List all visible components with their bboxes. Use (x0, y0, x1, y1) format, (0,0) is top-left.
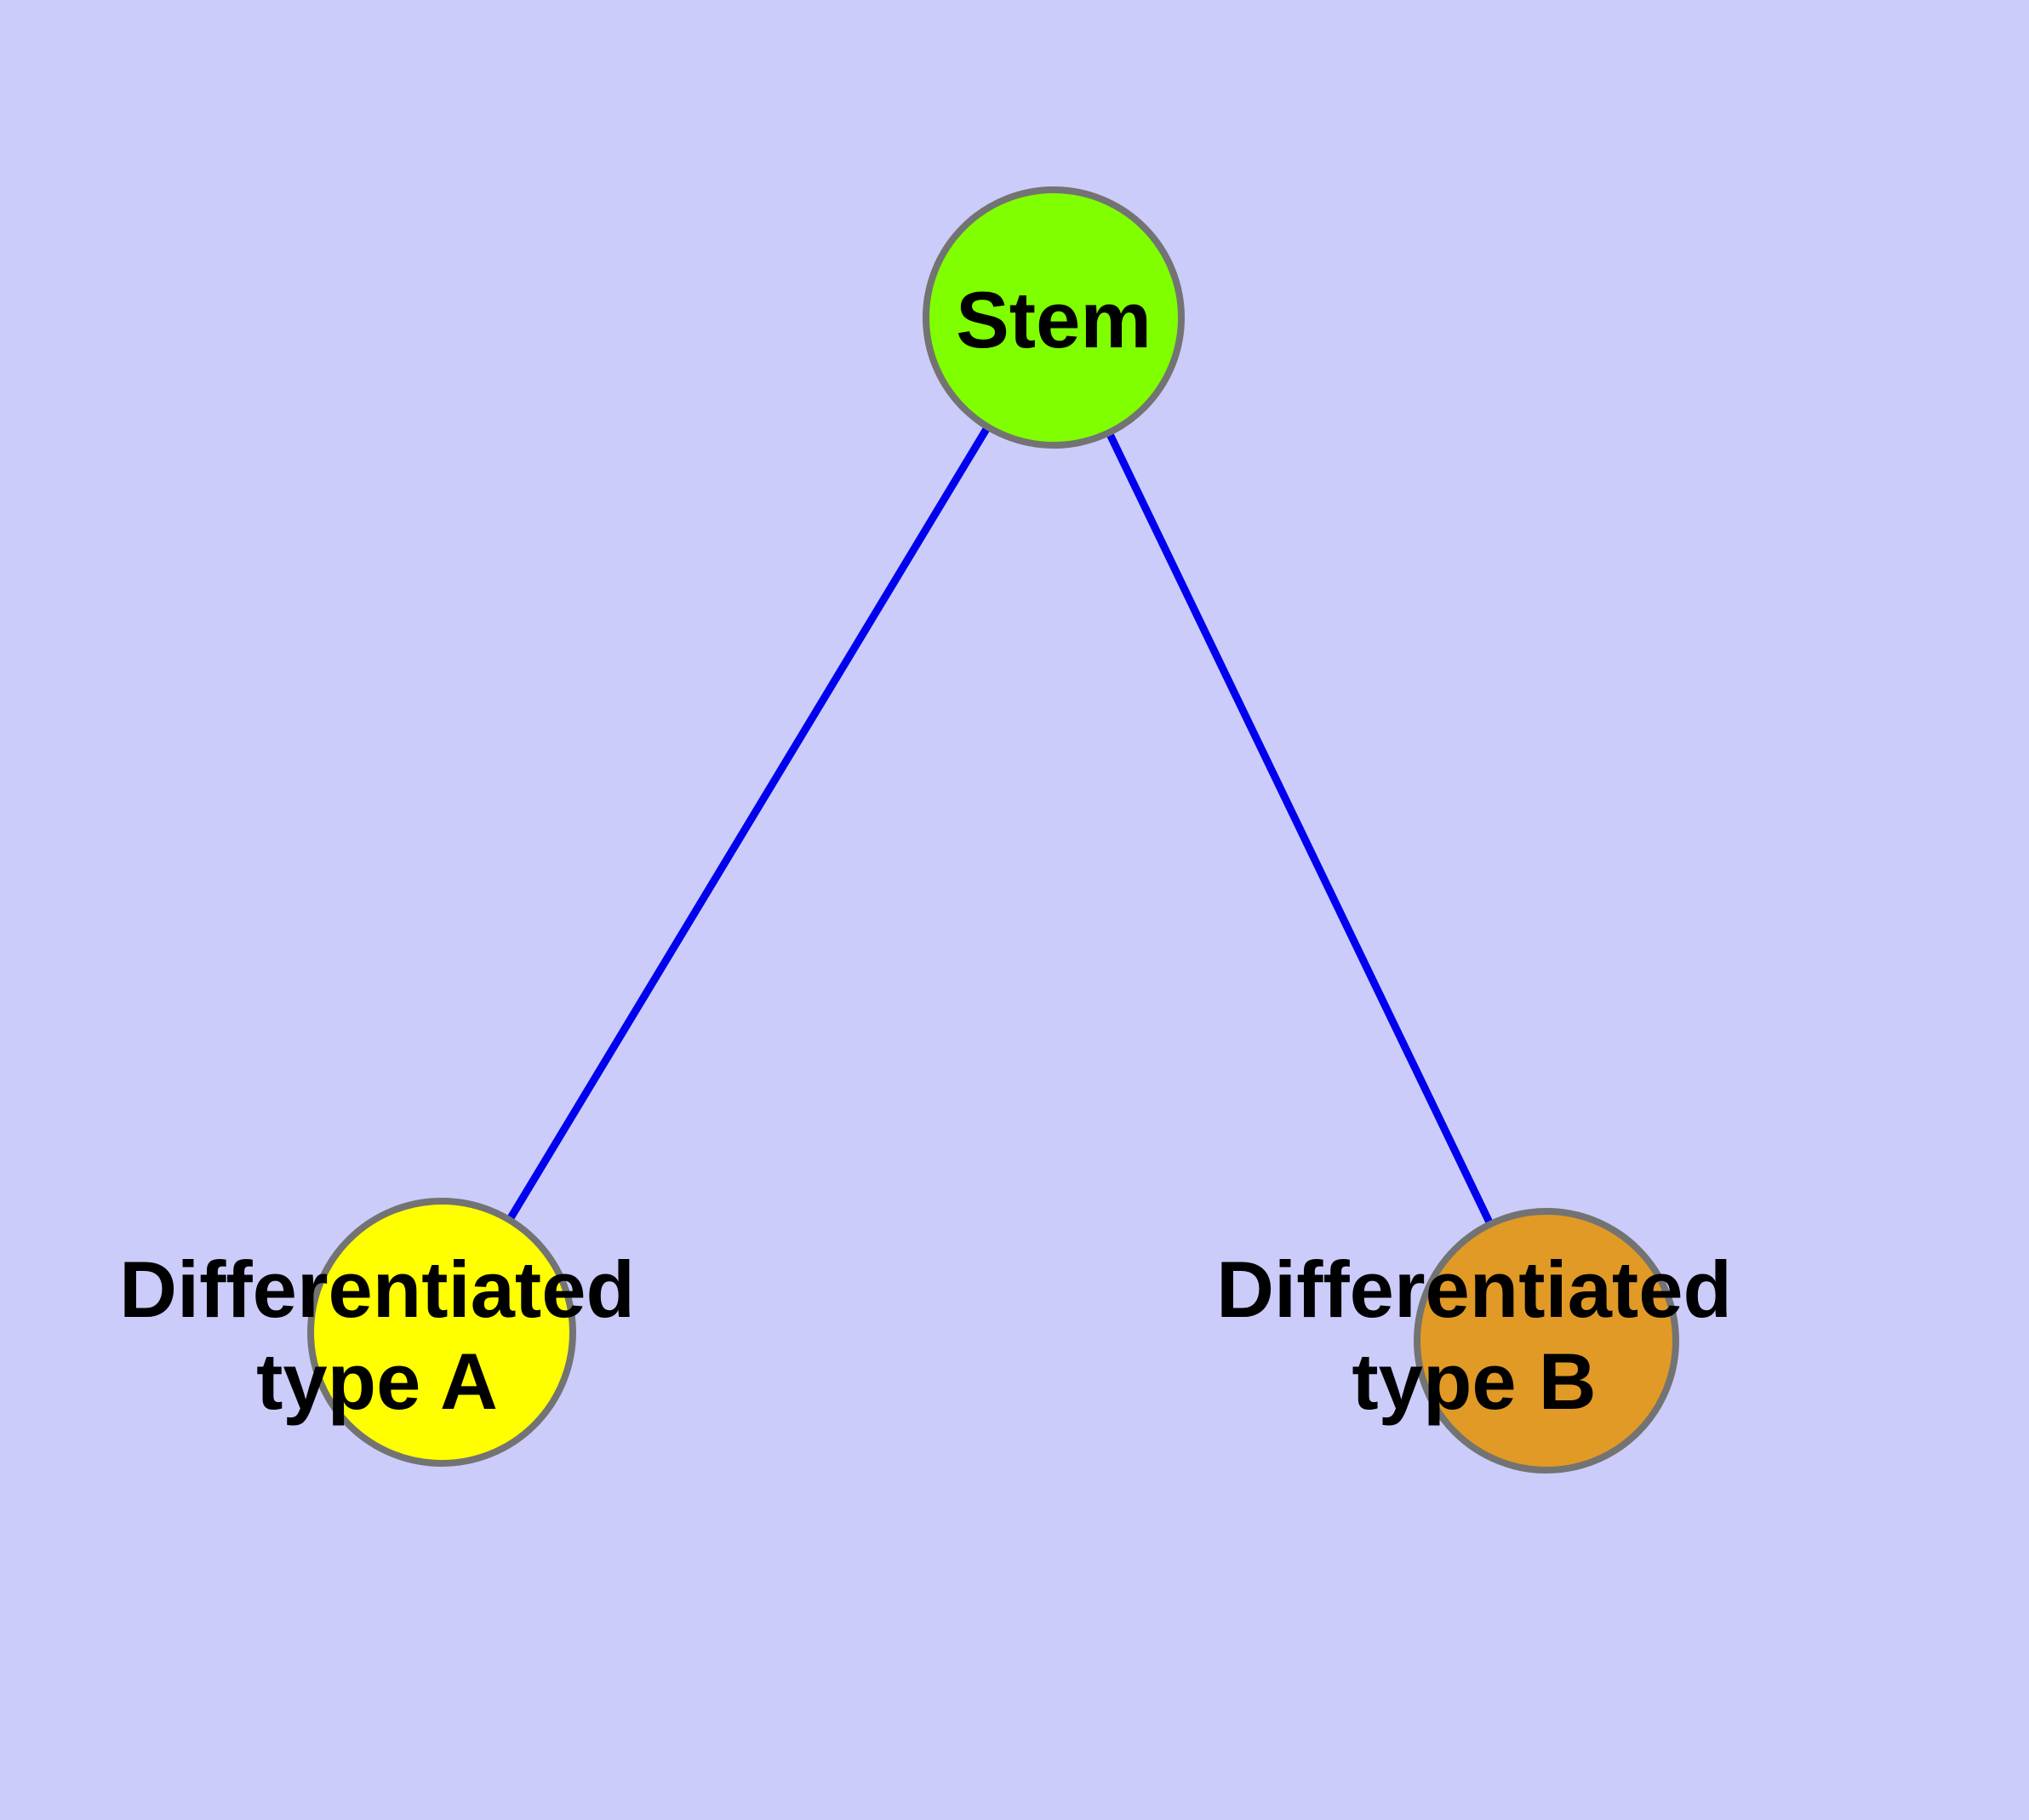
node-layer (307, 186, 1679, 1474)
node-label-line: Differentiated (1216, 1245, 1732, 1334)
node-label-line: type B (1352, 1336, 1596, 1426)
node-differentiated-type-a[interactable] (307, 1198, 576, 1467)
node-label-line: Differentiated (119, 1245, 635, 1334)
node-stem[interactable] (923, 186, 1185, 449)
edge-stem-to-differentiated-type-b[interactable] (1049, 316, 1551, 1342)
edge-stem-to-differentiated-type-a[interactable] (438, 315, 1057, 1335)
node-label-line: type A (256, 1336, 498, 1426)
node-label-stem: Stem (956, 275, 1152, 364)
node-stem-circle[interactable] (923, 186, 1185, 449)
node-differentiated-type-b-circle[interactable] (1414, 1208, 1679, 1474)
edge-layer (438, 315, 1551, 1342)
node-differentiated-type-b[interactable] (1414, 1208, 1679, 1474)
node-differentiated-type-a-circle[interactable] (307, 1198, 576, 1467)
node-label-line: Stem (956, 275, 1152, 364)
